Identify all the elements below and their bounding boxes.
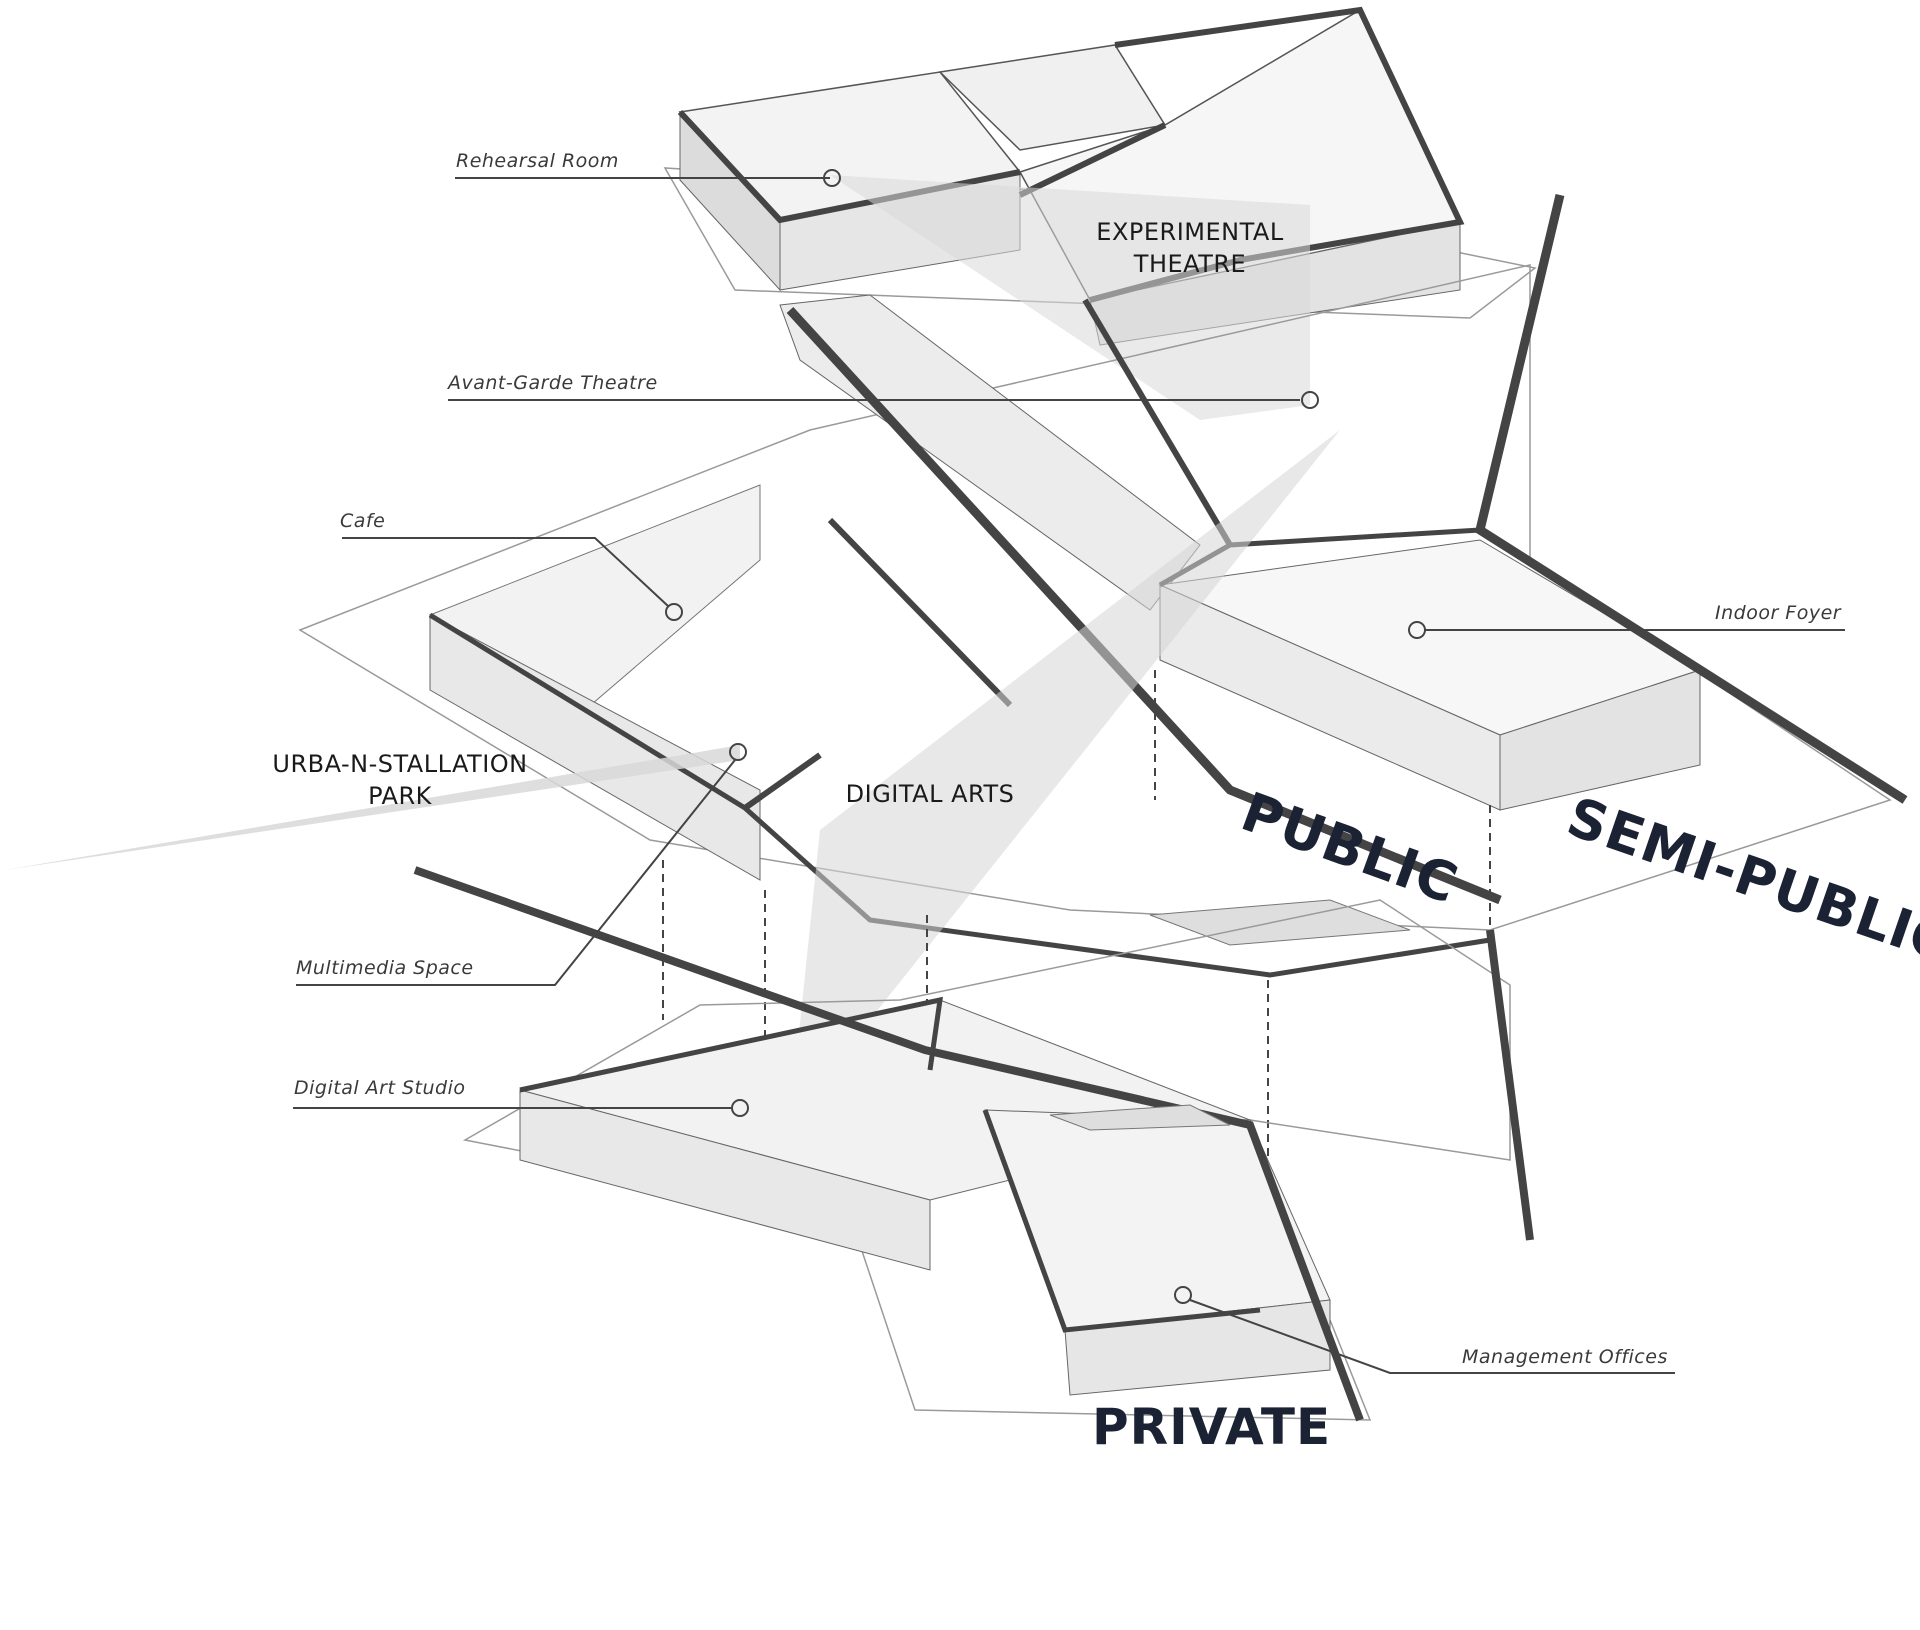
label-indoor-foyer: Indoor Foyer [1715, 602, 1842, 624]
label-urbanstallation-line1: URBA-N-STALLATION [272, 750, 528, 778]
mid-thick-wall-3 [827, 517, 1013, 708]
lower-thick-wall-4 [1486, 929, 1534, 1241]
digital-art-studio-colonnade [519, 1089, 931, 1271]
marker-management [1174, 1286, 1192, 1304]
staircase [1149, 899, 1411, 946]
label-experimental-line2: THEATRE [1133, 250, 1247, 278]
lower-level [413, 866, 1534, 1422]
label-digital-arts: DIGITAL ARTS [845, 780, 1015, 808]
label-experimental-line1: EXPERIMENTAL [1096, 218, 1284, 246]
marker-cafe [665, 603, 683, 621]
leader-cafe [342, 537, 669, 607]
lower-thick-wall-1 [413, 866, 1364, 1422]
middle-slab-outline [298, 264, 1892, 931]
management-offices-floor [984, 1109, 1331, 1331]
zone-label-private: PRIVATE [1092, 1398, 1332, 1456]
label-multimedia-space: Multimedia Space [296, 957, 474, 979]
marker-avant-garde [1301, 391, 1319, 409]
label-urbanstallation-line2: PARK [368, 782, 432, 810]
label-digital-art-studio: Digital Art Studio [294, 1077, 466, 1099]
marker-rehearsal-room [823, 169, 841, 187]
label-management-offices: Management Offices [1462, 1346, 1668, 1368]
cafe-colonnade [429, 614, 761, 881]
leader-management [1189, 1299, 1675, 1374]
lower-thick-wall-2 [519, 996, 943, 1093]
lower-staircase [1049, 1104, 1231, 1131]
digital-arts-wall [743, 752, 822, 811]
label-urbanstallation-park: URBA-N-STALLATION PARK [250, 748, 550, 812]
upper-level [663, 6, 1537, 420]
upper-shadow [830, 175, 1310, 420]
lower-thick-wall-3 [982, 1109, 1261, 1333]
public-thick-wall [786, 306, 1502, 905]
lower-slab-outline [462, 899, 1511, 1421]
middle-level [5, 193, 1908, 1170]
leader-lines [293, 169, 1845, 1374]
leader-multimedia [296, 759, 736, 986]
label-rehearsal-room: Rehearsal Room [456, 150, 619, 172]
mid-thick-wall-2 [1082, 298, 1233, 547]
label-avant-garde-theatre: Avant-Garde Theatre [448, 372, 658, 394]
marker-multimedia [729, 743, 747, 761]
label-cafe: Cafe [340, 510, 386, 532]
urbanstallation-wedge [5, 745, 740, 870]
marker-studio [731, 1099, 749, 1117]
label-experimental-theatre: EXPERIMENTAL THEATRE [1080, 216, 1300, 280]
marker-indoor-foyer [1408, 621, 1426, 639]
upper-thick-wall-2 [1018, 122, 1167, 198]
